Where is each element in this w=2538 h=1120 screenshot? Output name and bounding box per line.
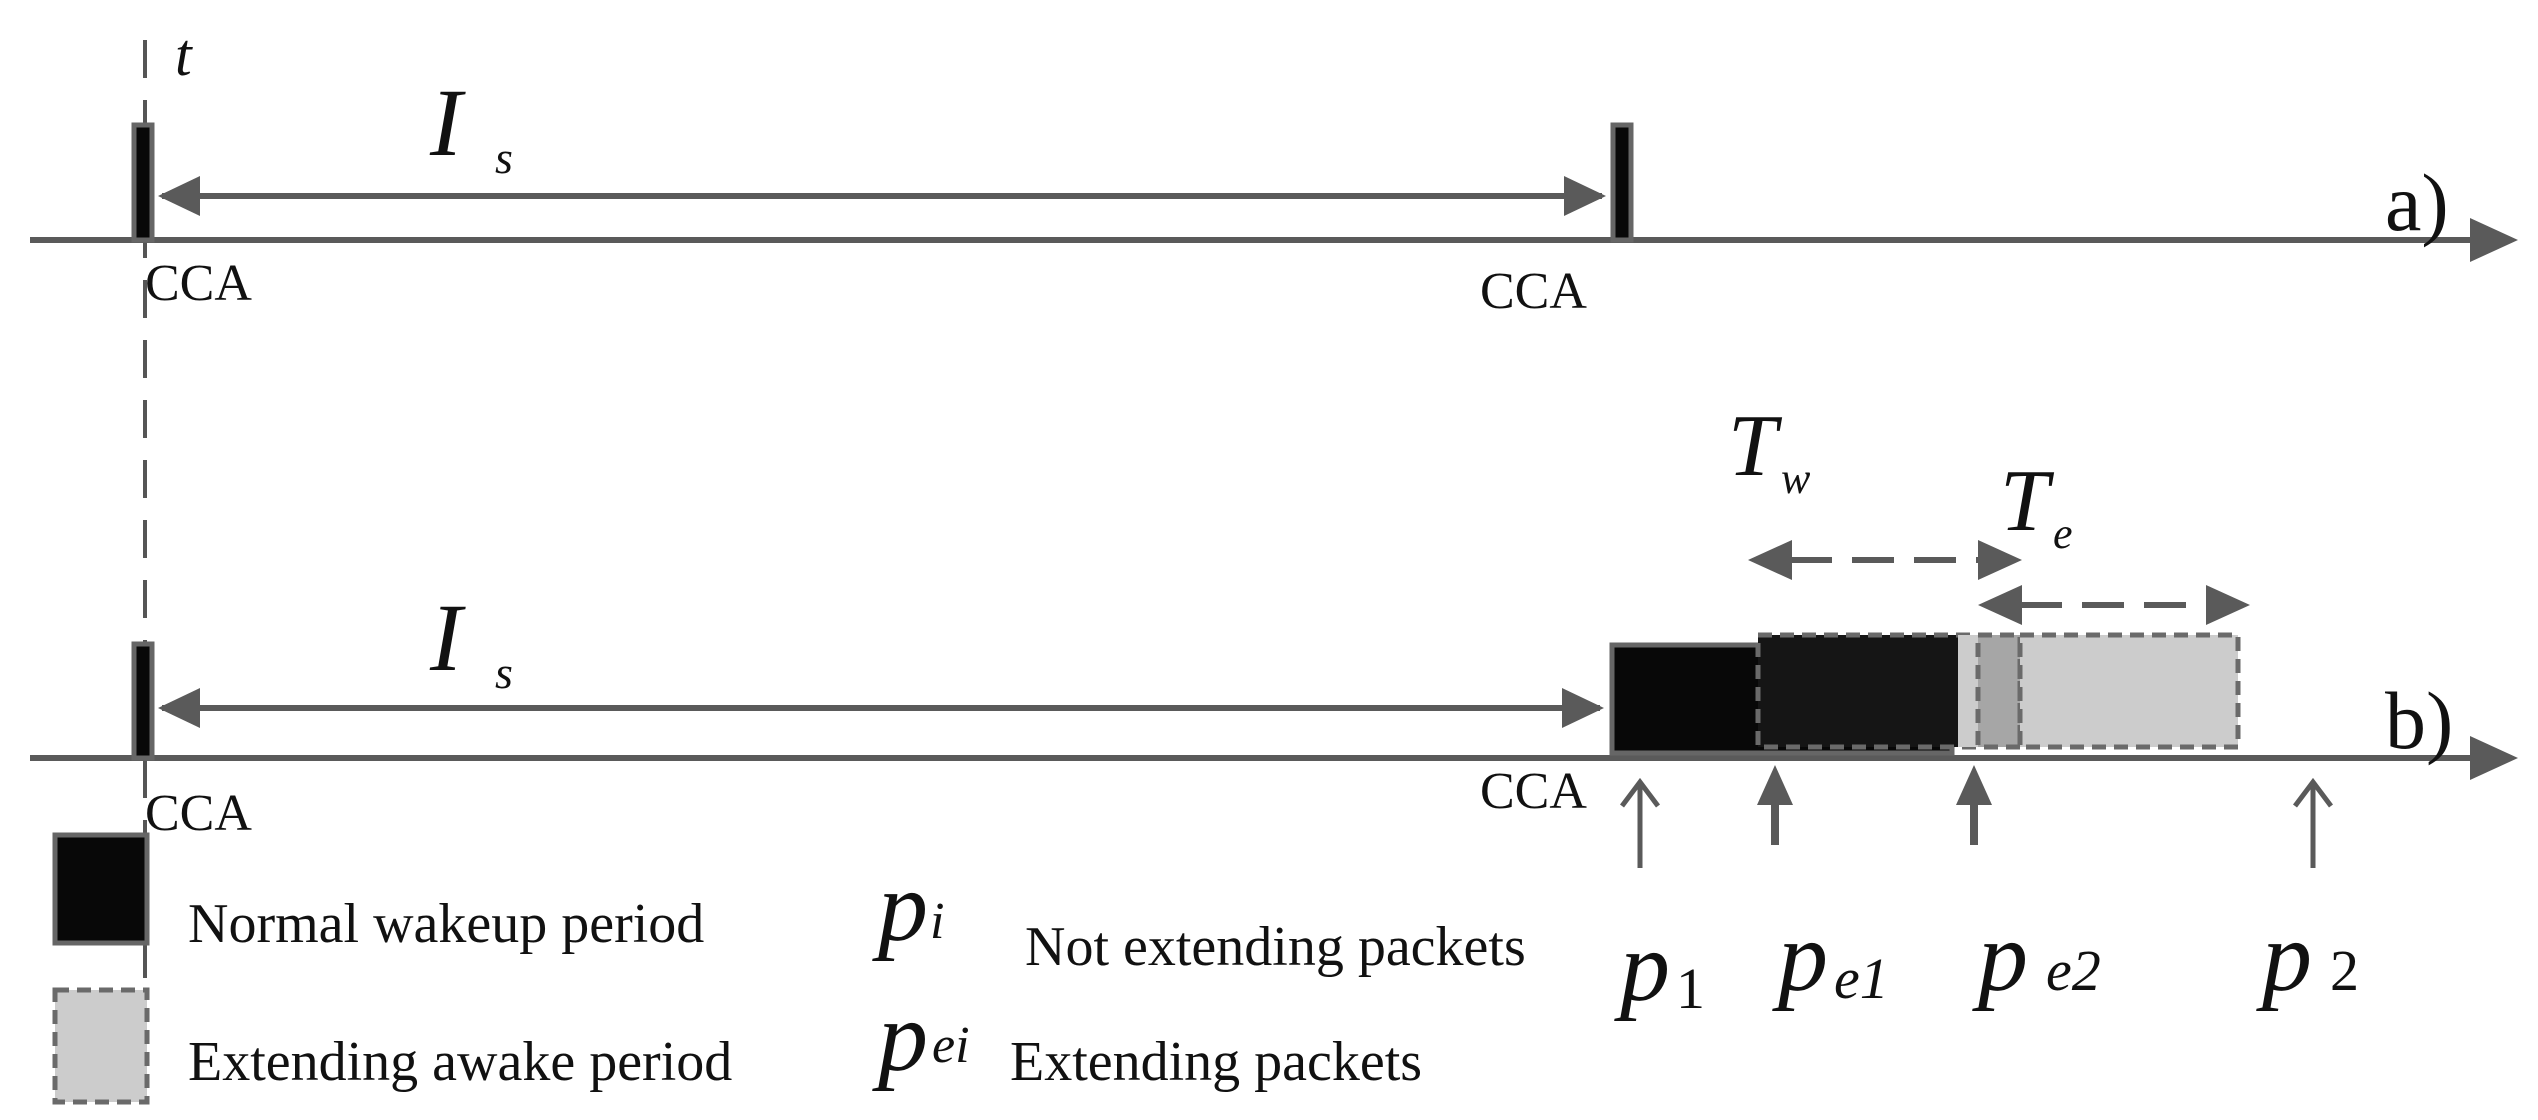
legend-pei-symbol: pei bbox=[872, 981, 970, 1092]
bottom-timeline-label: b) bbox=[2385, 675, 2453, 766]
legend-normal-label: Normal wakeup period bbox=[188, 893, 704, 955]
top-axis-arrowhead bbox=[2470, 218, 2518, 262]
te-subscript: e bbox=[2053, 509, 2073, 558]
bottom-cca-marker-left bbox=[131, 641, 155, 761]
pe2-arrival-head bbox=[1956, 765, 1992, 805]
top-interval-arrowhead-left bbox=[158, 176, 200, 216]
legend-pi-symbol: pi bbox=[872, 851, 944, 962]
bottom-cca-label-left: CCA bbox=[145, 785, 252, 842]
legend-extending-label: Extending awake period bbox=[188, 1031, 732, 1093]
p1-arrival-head bbox=[1620, 777, 1660, 808]
p2-arrival-head bbox=[2293, 777, 2333, 808]
legend-pei-description: Extending packets bbox=[1010, 1031, 1422, 1093]
legend-pi-description: Not extending packets bbox=[1025, 916, 1526, 978]
extending-awake-block-2 bbox=[1975, 632, 2023, 750]
tw-arrowhead-left bbox=[1748, 540, 1792, 580]
extending-awake-block-3 bbox=[2017, 632, 2241, 750]
top-cca-marker-left bbox=[131, 122, 155, 243]
bottom-axis-arrowhead bbox=[2470, 736, 2518, 780]
tw-arrowhead-right bbox=[1978, 540, 2022, 580]
top-interval-subscript: s bbox=[495, 132, 516, 183]
te-arrowhead-left bbox=[1978, 585, 2022, 625]
top-cca-label-right: CCA bbox=[1480, 263, 1587, 320]
bottom-interval-arrowhead-left bbox=[158, 688, 200, 728]
bottom-cca-label-right: CCA bbox=[1480, 763, 1587, 820]
top-cca-marker-right bbox=[1610, 122, 1634, 243]
te-symbol: Te bbox=[2000, 453, 2072, 558]
bottom-interval-subscript: s bbox=[495, 647, 516, 698]
t-marker-label: t bbox=[175, 22, 193, 88]
bottom-interval-arrowhead-right bbox=[1562, 688, 1604, 728]
tw-symbol: Tw bbox=[1728, 398, 1811, 503]
tw-subscript: w bbox=[1781, 454, 1811, 503]
legend-extending-swatch bbox=[52, 987, 150, 1105]
top-timeline-label: a) bbox=[2385, 157, 2449, 248]
pe1-arrival-head bbox=[1757, 765, 1793, 805]
te-arrowhead-right bbox=[2206, 585, 2250, 625]
legend-normal-swatch bbox=[52, 832, 150, 946]
top-interval-arrowhead-right bbox=[1564, 176, 1606, 216]
top-cca-label-left: CCA bbox=[145, 255, 252, 312]
